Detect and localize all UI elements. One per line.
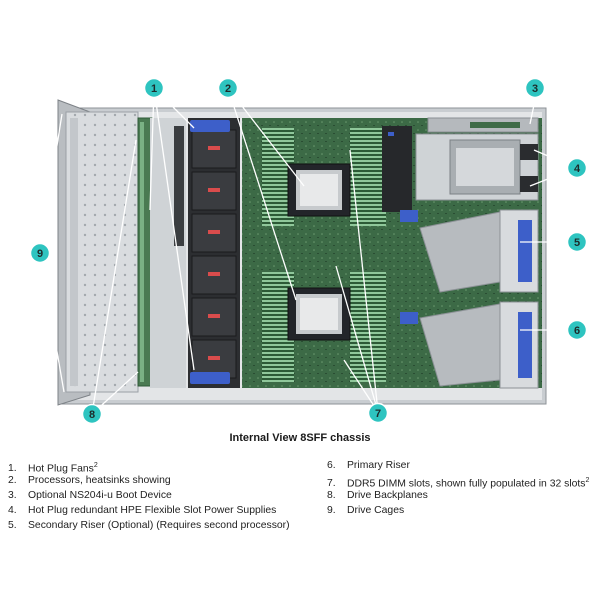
rear-area [382, 126, 412, 212]
svg-text:8: 8 [89, 409, 95, 421]
drive-cage [57, 99, 139, 406]
callout-8: 8 [81, 403, 103, 425]
callout-2: 2 [217, 77, 239, 99]
callout-5: 5 [566, 231, 588, 253]
drive-backplane [137, 117, 153, 387]
callout-9: 9 [29, 242, 51, 264]
svg-text:2: 2 [225, 83, 231, 95]
hot-plug-fans [150, 118, 240, 388]
callout-4: 4 [566, 157, 588, 179]
legend-item: 6.Primary Riser [327, 460, 410, 471]
callout-7: 7 [367, 402, 389, 424]
svg-text:5: 5 [574, 237, 580, 249]
legend-item: 1.Hot Plug Fans2 [8, 462, 98, 475]
legend-item: 9.Drive Cages [327, 505, 405, 516]
legend-item: 2.Processors, heatsinks showing [8, 475, 171, 486]
callout-1: 1 [143, 77, 165, 99]
legend-item: 7.DDR5 DIMM slots, shown fully populated… [327, 477, 590, 490]
legend-left-column: 1.Hot Plug Fans2 2.Processors, heatsinks… [8, 458, 290, 533]
legend-item: 5.Secondary Riser (Optional) (Requires s… [8, 520, 290, 531]
leader-lines [39, 87, 577, 415]
svg-text:6: 6 [574, 325, 580, 337]
svg-text:7: 7 [375, 408, 381, 420]
secondary-riser [400, 209, 539, 293]
primary-riser [400, 301, 539, 389]
figure-caption: Internal View 8SFF chassis [229, 432, 371, 444]
server-internal-view: 1 2 3 4 5 6 7 8 9 [29, 77, 588, 425]
legend-right-column: 6.Primary Riser 7.DDR5 DIMM slots, shown… [327, 458, 589, 518]
processors [287, 163, 351, 341]
callout-6: 6 [566, 319, 588, 341]
legend-item: 4.Hot Plug redundant HPE Flexible Slot P… [8, 505, 277, 516]
svg-text:3: 3 [532, 83, 538, 95]
svg-text:9: 9 [37, 248, 43, 260]
svg-text:4: 4 [574, 163, 581, 175]
power-supplies [415, 133, 539, 201]
callout-3: 3 [524, 77, 546, 99]
svg-text:1: 1 [151, 83, 157, 95]
legend-item: 8.Drive Backplanes [327, 490, 428, 501]
boot-device [427, 117, 539, 133]
legend-item: 3.Optional NS204i-u Boot Device [8, 490, 172, 501]
